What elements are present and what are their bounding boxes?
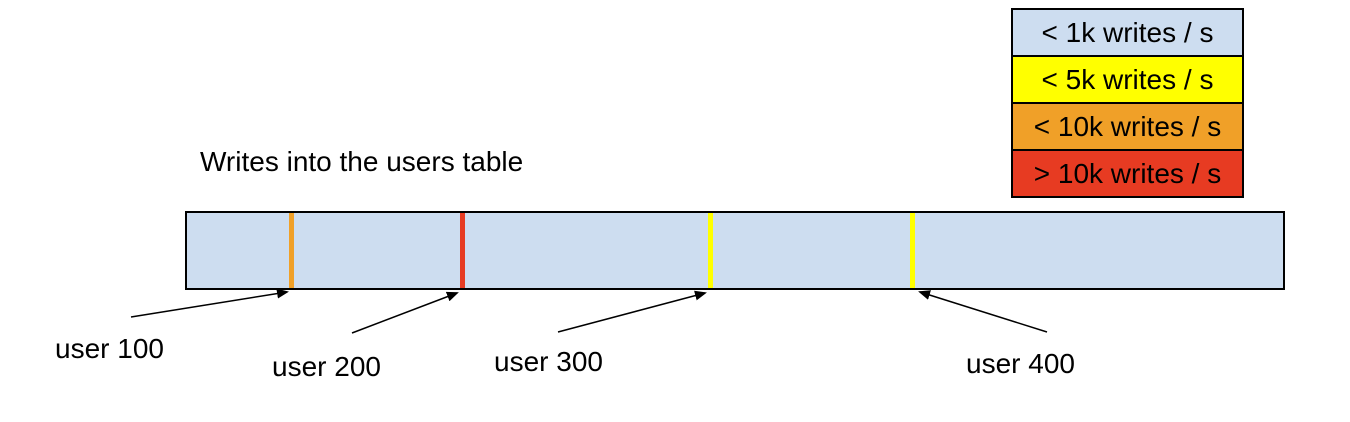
arrow-user-300 xyxy=(557,290,707,333)
legend-item-gt-10k: > 10k writes / s xyxy=(1013,151,1242,196)
bar-marker-user-100 xyxy=(289,213,294,288)
legend-item-lt-5k: < 5k writes / s xyxy=(1013,57,1242,104)
legend: < 1k writes / s < 5k writes / s < 10k wr… xyxy=(1011,8,1244,198)
label-user-100: user 100 xyxy=(55,333,164,364)
users-table-bar xyxy=(185,211,1285,290)
bar-marker-user-200 xyxy=(460,213,465,288)
bar-marker-user-300 xyxy=(708,213,713,288)
label-user-400: user 400 xyxy=(966,348,1075,379)
diagram-title: Writes into the users table xyxy=(200,146,524,177)
bar-marker-user-400 xyxy=(910,213,915,288)
label-user-300: user 300 xyxy=(494,346,603,377)
arrow-user-100 xyxy=(130,288,289,318)
legend-item-lt-1k: < 1k writes / s xyxy=(1013,10,1242,57)
arrow-user-400 xyxy=(918,290,1048,333)
label-user-200: user 200 xyxy=(272,351,381,382)
legend-item-lt-10k: < 10k writes / s xyxy=(1013,104,1242,151)
arrow-user-200 xyxy=(351,291,459,334)
